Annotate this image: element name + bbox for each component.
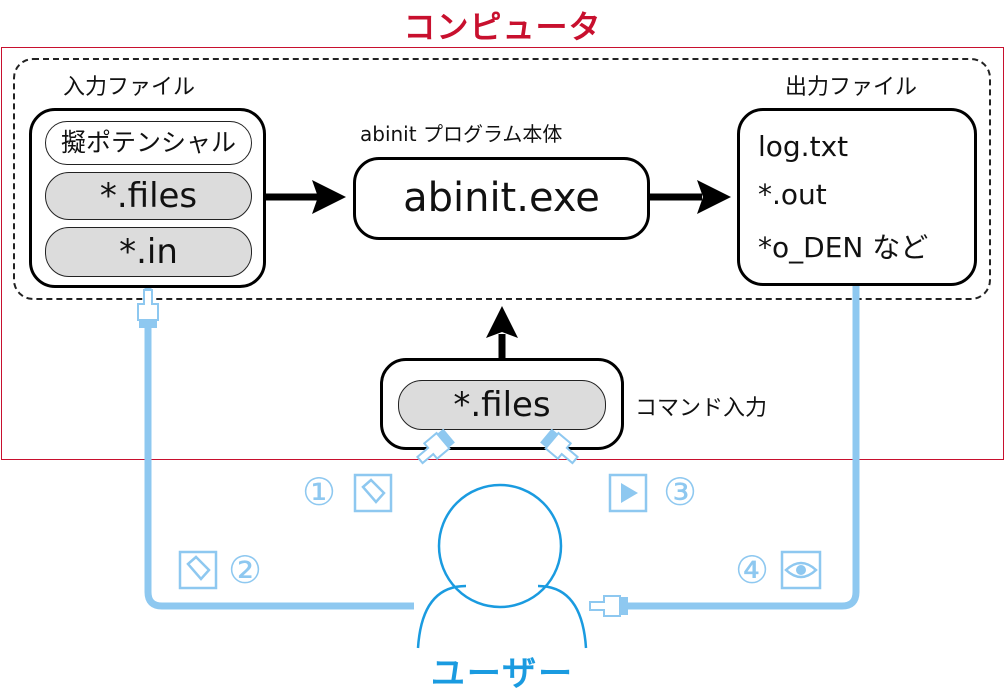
edit-icon xyxy=(353,473,393,513)
input-item-files: *.files xyxy=(45,172,252,220)
output-line-out: *.out xyxy=(758,178,827,211)
abinit-exe-box: abinit.exe xyxy=(353,157,650,240)
step-number-1: ① xyxy=(302,470,337,514)
edit-input-flow-line xyxy=(144,288,414,610)
computer-frame xyxy=(1,47,1004,460)
step-number-4: ④ xyxy=(735,548,770,592)
user-figure xyxy=(416,483,588,649)
pointing-hand-icon xyxy=(416,428,455,465)
input-item-in: *.in xyxy=(45,227,252,277)
pointing-hand-icon xyxy=(589,595,628,617)
pointing-hand-icon xyxy=(137,289,159,328)
output-panel xyxy=(737,108,977,286)
edit-icon xyxy=(178,550,218,590)
command-files: *.files xyxy=(398,380,606,430)
command-to-program-arrow xyxy=(486,306,518,358)
input-heading: 入力ファイル xyxy=(63,75,196,100)
files-dashed-frame xyxy=(13,58,991,300)
eye-icon xyxy=(780,550,822,590)
command-input-label: コマンド入力 xyxy=(635,396,768,421)
program-heading: abinit プログラム本体 xyxy=(360,122,563,146)
input-to-program-arrow xyxy=(266,180,346,214)
pointing-hand-icon xyxy=(540,428,579,465)
output-heading: 出力ファイル xyxy=(785,75,918,100)
input-item-pseudopotential: 擬ポテンシャル xyxy=(45,121,252,165)
output-line-den: *o_DEN など xyxy=(758,231,929,264)
step-number-3: ③ xyxy=(663,470,698,514)
step-number-2: ② xyxy=(228,548,263,592)
output-line-log: log.txt xyxy=(758,130,849,163)
program-to-output-arrow xyxy=(650,180,731,214)
user-title: ユーザー xyxy=(430,654,575,694)
view-output-flow-line xyxy=(626,286,860,610)
computer-title: コンピュータ xyxy=(403,8,602,46)
play-icon xyxy=(608,473,648,513)
